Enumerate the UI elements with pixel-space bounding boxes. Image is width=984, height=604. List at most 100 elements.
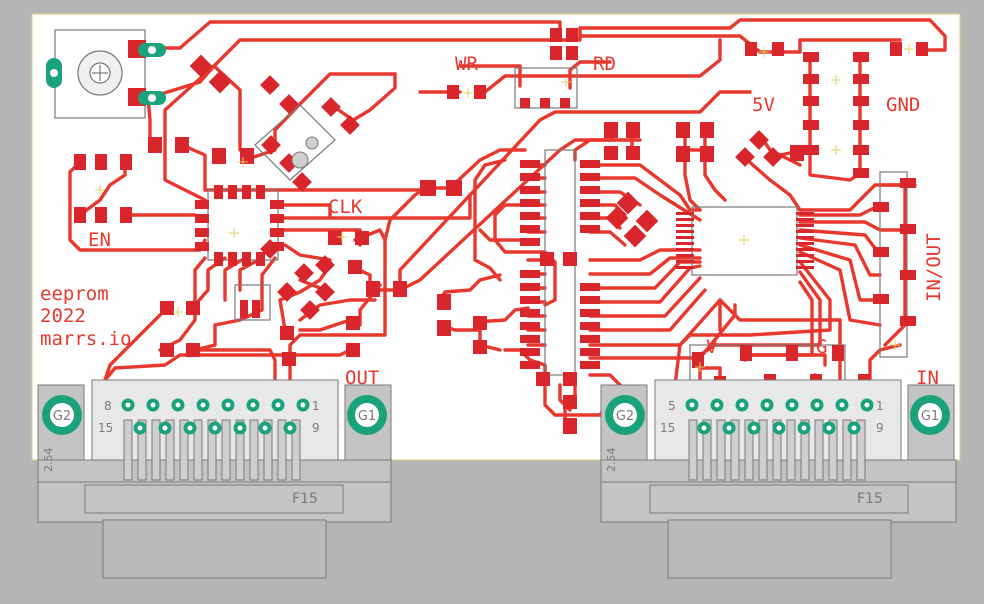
pad [873,202,889,212]
pad [676,236,694,239]
pad [676,266,694,269]
label-out: OUT [345,367,379,389]
part-label: F15 [292,491,318,507]
pad [580,296,600,304]
pad [348,260,362,274]
pad [186,343,200,357]
pad [520,283,540,291]
pad [580,173,600,181]
pad [900,270,916,280]
pad [796,230,814,233]
pad [294,263,314,283]
pad [853,96,869,106]
pad [175,137,189,153]
pad [520,361,540,369]
credit-line2: 2022 [40,305,86,327]
label-rd: RD [593,53,616,75]
pad [550,28,562,42]
pad [676,146,690,162]
pad [520,238,540,246]
pad [772,42,784,56]
label-wr: WR [455,53,478,75]
pad [604,146,618,160]
pad [520,212,540,220]
pad [796,218,814,221]
pad [803,96,819,106]
pad [420,180,436,196]
pad [580,160,600,168]
pad [796,260,814,263]
pad [120,154,132,170]
pad [900,224,916,234]
pad [692,352,704,368]
pad [796,254,814,257]
pin-label-top-right: 1 [876,399,884,413]
pad [540,252,554,266]
pad [700,146,714,162]
pad [676,254,694,257]
label-inout: IN/OUT [923,233,945,302]
pad [474,85,486,99]
pad [580,361,600,369]
pad [260,239,280,259]
pad [566,46,578,60]
credit-line1: eeprom [40,283,109,305]
pad [853,52,869,62]
pad [195,228,209,237]
pad [803,52,819,62]
pad [346,316,360,330]
pad [745,42,757,56]
pad [520,199,540,207]
pad [563,418,577,434]
pad [796,212,814,215]
label-5v: 5V [752,94,775,116]
pad [160,343,174,357]
pad [279,94,299,114]
crystal-mark [291,151,309,169]
label-gnd: GND [886,94,920,116]
pad [676,260,694,263]
pad [214,252,223,266]
pad [900,178,916,188]
pad [280,326,294,340]
pad [242,185,251,199]
pad [228,185,237,199]
pad [626,122,640,138]
pad [328,231,342,245]
pad [300,300,320,320]
connector-shell [102,519,327,579]
pad [580,225,600,233]
pad [803,120,819,130]
pad [270,200,284,209]
inout-header-outline [879,171,908,358]
pad [520,309,540,317]
pad [315,282,335,302]
pad [916,42,928,56]
label-v: V [706,336,717,358]
pad [228,252,237,266]
pad [900,316,916,326]
pad [256,185,265,199]
pad [563,252,577,266]
pad [256,252,265,266]
label-en: EN [88,229,111,251]
credit-line3: marrs.io [40,328,132,350]
pad [796,236,814,239]
crystal-outline [254,104,336,181]
label-clk: CLK [328,196,363,218]
pad [242,252,251,266]
pad [832,345,844,361]
pad [340,115,360,135]
pad [520,270,540,278]
pad [803,145,819,155]
pad [74,154,86,170]
pad [580,335,600,343]
pad [195,242,209,251]
pad [580,283,600,291]
pad [355,231,369,245]
pad [796,248,814,251]
pad [195,200,209,209]
pad [853,120,869,130]
pad [676,122,690,138]
pad [520,186,540,194]
